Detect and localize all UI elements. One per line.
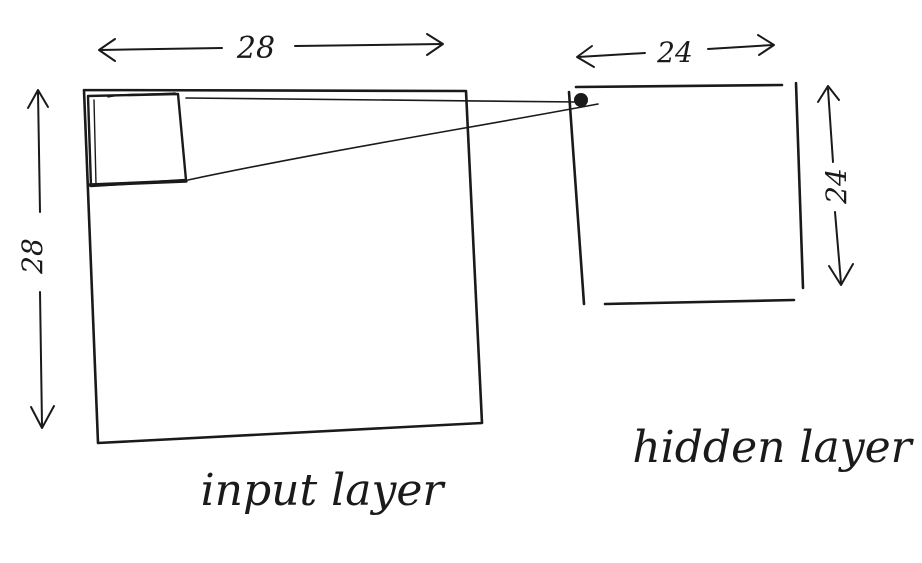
input-layer: 28 28 input layer	[16, 31, 484, 516]
hidden-neuron-dot	[574, 93, 588, 107]
input-width-arrow: 28	[98, 31, 444, 66]
hidden-width-arrow: 24	[576, 34, 775, 69]
receptive-field-square	[86, 92, 188, 188]
input-height-arrow: 28	[16, 89, 55, 429]
connection-lines	[185, 97, 599, 181]
hidden-height-arrow: 24	[817, 85, 854, 286]
input-layer-square	[82, 88, 484, 445]
input-width-label: 28	[236, 31, 275, 66]
hidden-layer-square	[567, 81, 805, 306]
hidden-width-label: 24	[656, 36, 693, 69]
hidden-layer: 24 24 hidden layer	[567, 34, 915, 473]
hidden-height-label: 24	[820, 168, 853, 205]
hidden-layer-label: hidden layer	[632, 422, 914, 473]
input-layer-label: input layer	[201, 465, 447, 516]
input-height-label: 28	[16, 238, 49, 275]
